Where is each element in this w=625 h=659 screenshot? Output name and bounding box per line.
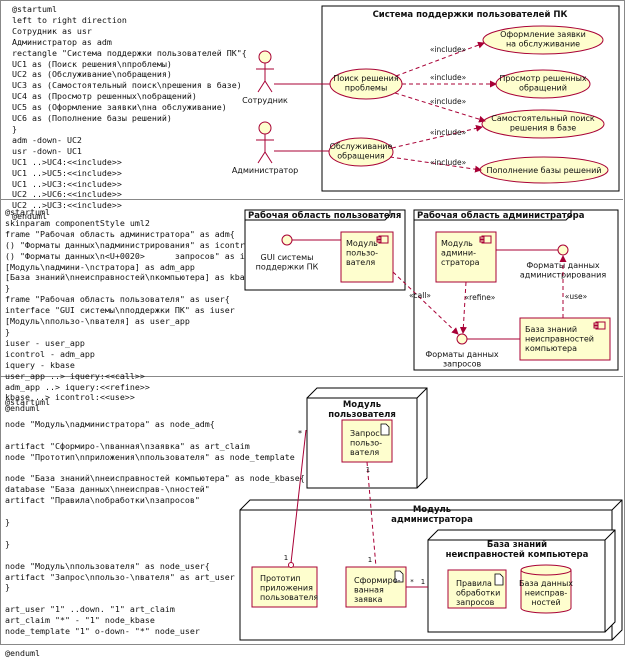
artifact-user-request-icon — [380, 423, 390, 436]
uml-diagrams: Система поддержки пользователей ПК Сотруд… — [232, 5, 623, 641]
user-module-icon-tab — [376, 239, 382, 243]
template-user-link — [290, 429, 307, 564]
call-arrow — [392, 271, 459, 335]
frame-admin-title: Рабочая область администратора — [417, 210, 585, 221]
multiplicity-one: 1 — [284, 554, 288, 562]
kbase-component-icon-tab — [593, 325, 599, 329]
refine-arrow — [459, 281, 467, 334]
request-claim-link — [366, 461, 377, 568]
admin-formats-interface — [557, 244, 569, 256]
usecase-create-claim — [482, 25, 604, 55]
frame-user-tab — [245, 210, 391, 221]
artifact-claim-icon — [394, 570, 404, 583]
include-label: «include» — [430, 158, 467, 167]
refine-label: «refine» — [465, 293, 496, 302]
database-kbase-top — [520, 564, 572, 576]
actor-admin-head — [258, 121, 272, 135]
use-label: «use» — [565, 292, 588, 301]
admin-module-icon-tab — [479, 239, 485, 243]
include-label: «include» — [430, 128, 467, 137]
actor-user-label: Сотрудник — [242, 96, 288, 105]
actor-admin-leg — [257, 151, 266, 164]
actor-user-leg — [264, 80, 273, 93]
multiplicity-one: 1 — [366, 466, 370, 474]
database-kbase — [520, 570, 572, 614]
include-arrow — [391, 124, 483, 149]
node-user-edge — [416, 387, 428, 399]
code-block-component: @startuml skinparam componentStyle uml2 … — [5, 207, 270, 414]
multiplicity-one: 1 — [421, 578, 425, 586]
node-kbase-edge — [604, 529, 616, 541]
actor-user-head — [258, 50, 272, 64]
panel-separator — [1, 199, 623, 200]
include-label: «include» — [430, 45, 467, 54]
usecase-handle-request — [328, 137, 394, 167]
include-label: «include» — [430, 97, 467, 106]
frame-admin-tab — [414, 210, 572, 221]
admin-module-icon-tab — [479, 236, 485, 240]
usecase-add-solutions-label: Пополнение базы решений — [486, 166, 601, 175]
include-label: «include» — [430, 73, 467, 82]
code-block-usecase: @startuml left to right direction Сотруд… — [12, 4, 247, 222]
query-formats-interface — [456, 333, 468, 345]
actor-admin-label: Администратор — [232, 166, 298, 175]
call-label: «call» — [409, 291, 431, 300]
kbase-component-icon-tab — [593, 322, 599, 326]
frame-user-title: Рабочая область пользователя — [248, 210, 401, 221]
panel-separator — [1, 376, 623, 377]
system-title: Система поддержки пользователей ПК — [373, 10, 568, 20]
node-admin-edge — [611, 499, 623, 511]
multiplicity-one: 1 — [368, 556, 372, 564]
prototype-node — [251, 566, 318, 608]
include-arrow — [394, 92, 486, 123]
include-arrow — [395, 41, 485, 77]
user-module-icon-tab — [376, 236, 382, 240]
multiplicity-star: * — [298, 429, 302, 438]
usecase-self-search — [481, 109, 605, 139]
gui-interface — [281, 234, 293, 246]
include-arrow — [389, 156, 482, 173]
multiplicity-star: * — [410, 578, 414, 586]
actor-user-leg — [257, 80, 266, 93]
actor-admin-leg — [264, 151, 273, 164]
aggregation-diamond — [288, 562, 294, 568]
artifact-rules-icon — [494, 573, 504, 586]
